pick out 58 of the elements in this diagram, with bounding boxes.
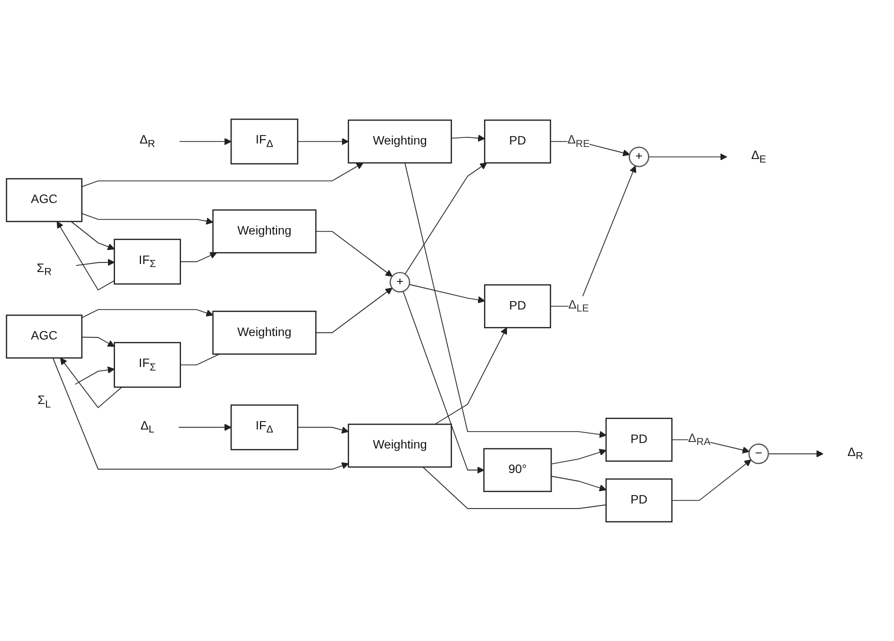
arrow <box>70 221 115 250</box>
node-circle: − <box>748 444 769 464</box>
edge-label: Δ$_{RE}$ <box>568 133 590 150</box>
arrow <box>450 134 485 142</box>
arrow <box>408 284 485 304</box>
arrow <box>56 221 115 290</box>
arrow <box>81 309 214 318</box>
node-text: Σ$_{L}$ <box>38 394 51 410</box>
node-box: Weighting <box>348 424 452 468</box>
node-box: AGC <box>6 178 82 222</box>
arrow <box>550 166 636 307</box>
arrow <box>550 476 606 492</box>
edge-label: Δ$_{LE}$ <box>568 298 589 314</box>
arrow <box>672 459 752 501</box>
node-box: IF$_{Σ}$ <box>114 238 181 285</box>
node-circle: + <box>628 146 650 168</box>
arrow <box>402 290 484 474</box>
arrow <box>315 288 392 334</box>
node-box: PD <box>484 284 552 328</box>
node-box: 90° <box>483 448 552 492</box>
node-text: Σ$_{R}$ <box>36 261 52 278</box>
arrow <box>81 213 214 225</box>
node-box: Weighting <box>348 120 452 164</box>
node-box: IF$_{Σ}$ <box>114 342 181 388</box>
node-box: IF$_{Δ}$ <box>230 404 298 450</box>
node-box: Weighting <box>212 209 316 254</box>
node-box: PD <box>605 418 672 462</box>
arrow <box>179 138 232 146</box>
arrow <box>648 153 728 160</box>
arrow <box>74 366 115 385</box>
arrow <box>404 162 488 274</box>
arrow <box>550 448 606 464</box>
node-text: Δ$_{R}$ <box>848 445 864 462</box>
arrow <box>768 450 824 458</box>
connector <box>422 466 606 509</box>
arrow <box>60 358 122 408</box>
arrow <box>178 424 232 431</box>
arrow <box>76 258 115 266</box>
node-text: Δ$_{E}$ <box>751 148 766 165</box>
arrow <box>180 252 217 262</box>
node-text: Δ$_{R}$ <box>140 133 156 150</box>
node-box: Weighting <box>212 310 316 355</box>
node-text: Δ$_{L}$ <box>140 418 154 436</box>
node-box: IF$_{Δ}$ <box>230 118 298 164</box>
arrow <box>434 327 507 425</box>
edge-label: Δ$_{RA}$ <box>688 431 710 448</box>
arrow <box>297 138 349 146</box>
arrow <box>81 336 115 347</box>
arrow <box>297 426 349 434</box>
node-box: PD <box>605 478 672 522</box>
connector <box>180 354 220 366</box>
node-circle: + <box>390 272 410 293</box>
arrow <box>81 162 364 188</box>
node-box: AGC <box>6 314 82 359</box>
arrow <box>404 162 606 438</box>
arrow <box>315 230 392 277</box>
arrow <box>52 358 349 470</box>
node-box: PD <box>484 120 552 164</box>
